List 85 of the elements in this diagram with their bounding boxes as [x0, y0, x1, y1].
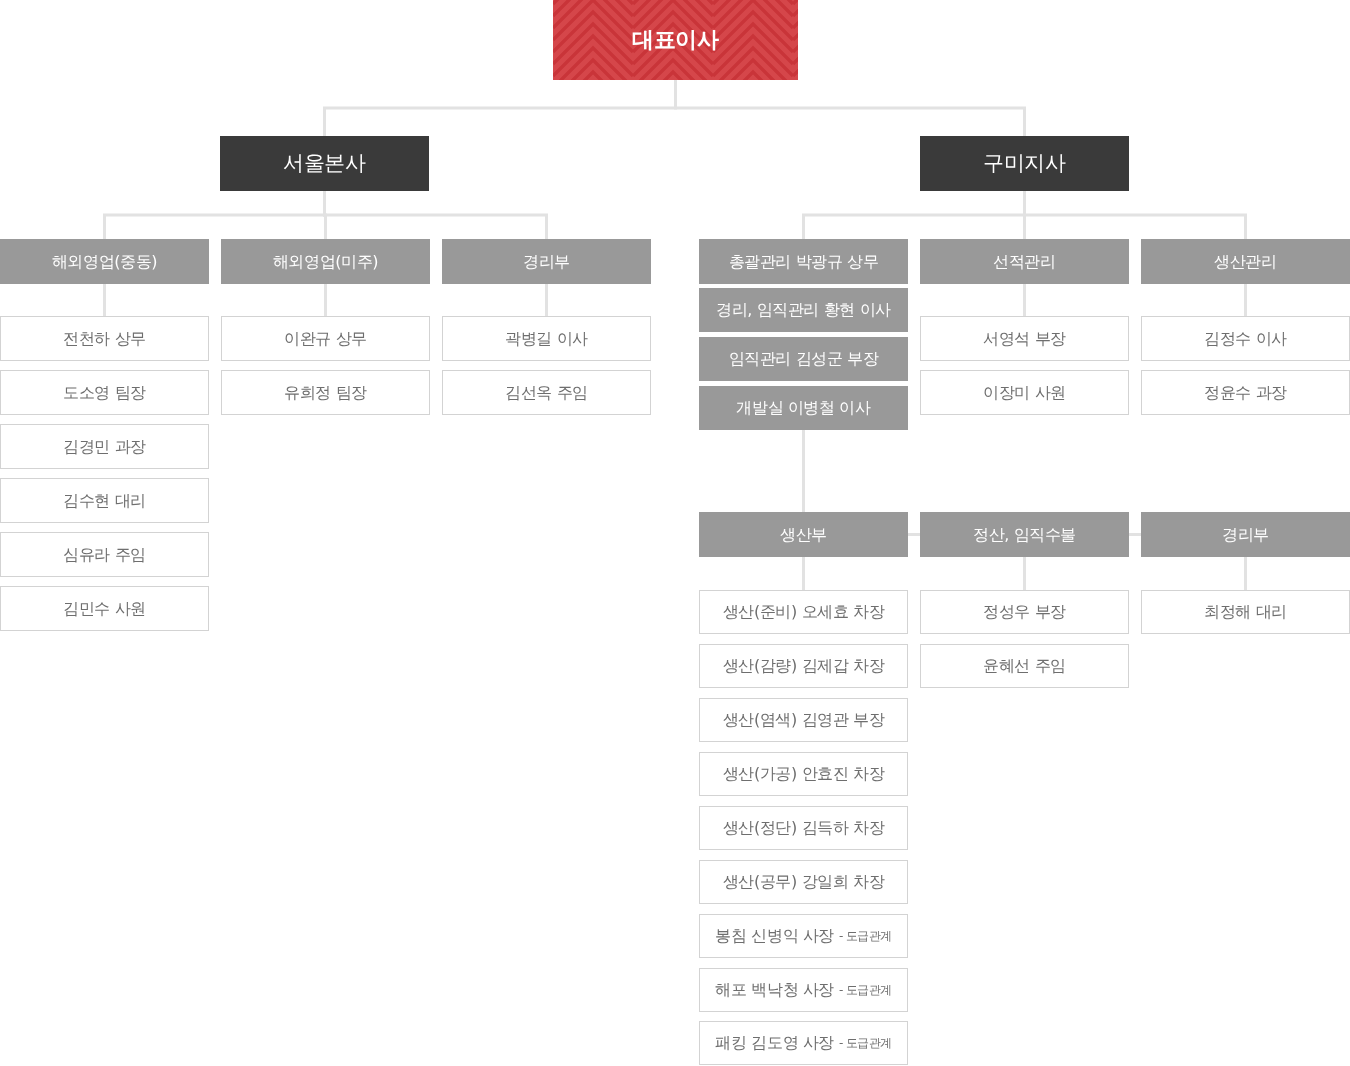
staff-name: 생산(염색) 김영관 부장	[722, 710, 885, 730]
staff-box	[699, 860, 908, 904]
staff-name: 도소영 팀장	[63, 382, 146, 403]
staff-box	[699, 752, 908, 796]
department-name: 선적관리	[993, 251, 1056, 272]
staff-box	[699, 968, 908, 1012]
contract-note: - 도급관계	[839, 928, 892, 944]
department-box	[920, 239, 1129, 284]
staff-name: 이장미 사원	[983, 382, 1066, 403]
manager-name: 임직관리 김성군 부장	[728, 349, 879, 369]
manager-name: 경리, 임직관리 황현 이사	[716, 300, 891, 320]
branch-box	[920, 136, 1129, 191]
staff-box	[0, 424, 209, 469]
staff-name: 이완규 상무	[284, 328, 367, 349]
staff-name: 김정수 이사	[1204, 328, 1287, 349]
staff-box	[1141, 370, 1350, 415]
staff-box	[442, 370, 651, 415]
staff-name: 김민수 사원	[63, 598, 146, 619]
manager-box	[699, 337, 908, 381]
contract-note: - 도급관계	[839, 982, 892, 998]
staff-name: 김선옥 주임	[505, 382, 588, 403]
manager-box	[699, 239, 908, 284]
executive-title: 대표이사	[632, 26, 719, 54]
staff-name: 서영석 부장	[983, 328, 1066, 349]
staff-box	[221, 370, 430, 415]
staff-box	[699, 914, 908, 958]
department-box	[442, 239, 651, 284]
staff-box	[0, 532, 209, 577]
staff-name: 유희정 팀장	[284, 382, 367, 403]
staff-name: 생산(가공) 안효진 차장	[722, 764, 885, 784]
department-box	[1141, 512, 1350, 557]
department-box	[1141, 239, 1350, 284]
department-name: 정산, 임직수불	[973, 524, 1076, 545]
branch-name: 구미지사	[983, 150, 1066, 177]
department-name: 해외영업(미주)	[272, 251, 379, 272]
staff-name: 해포 백낙청 사장	[715, 980, 834, 1000]
department-box	[699, 512, 908, 557]
staff-name: 김경민 과장	[63, 436, 146, 457]
manager-box	[699, 288, 908, 332]
staff-name: 생산(감량) 김제갑 차장	[722, 656, 885, 676]
staff-name: 생산(공무) 강일희 차장	[722, 872, 885, 892]
department-name: 경리부	[523, 251, 570, 272]
staff-box	[0, 370, 209, 415]
contract-note: - 도급관계	[839, 1035, 892, 1051]
staff-box	[920, 590, 1129, 634]
staff-box	[442, 316, 651, 361]
staff-name: 전천하 상무	[63, 328, 146, 349]
staff-box	[920, 370, 1129, 415]
manager-name: 총괄관리 박광규 상무	[728, 251, 879, 272]
staff-box	[0, 316, 209, 361]
staff-box	[221, 316, 430, 361]
staff-box	[920, 644, 1129, 688]
staff-box	[1141, 316, 1350, 361]
staff-box	[1141, 590, 1350, 634]
staff-box	[0, 586, 209, 631]
staff-name: 심유라 주임	[63, 544, 146, 565]
executive-box	[553, 0, 798, 80]
staff-name: 생산(정단) 김득하 차장	[722, 818, 885, 838]
staff-box	[920, 316, 1129, 361]
manager-name: 개발실 이병철 이사	[736, 398, 871, 418]
department-name: 생산부	[780, 524, 827, 545]
staff-box	[699, 1021, 908, 1065]
branch-box	[220, 136, 429, 191]
staff-box	[699, 590, 908, 634]
staff-name: 곽병길 이사	[505, 328, 588, 349]
staff-box	[699, 806, 908, 850]
department-name: 생산관리	[1214, 251, 1277, 272]
manager-box	[699, 386, 908, 430]
department-name: 해외영업(중동)	[51, 251, 158, 272]
department-box	[0, 239, 209, 284]
staff-name: 정성우 부장	[983, 602, 1066, 622]
staff-name: 최정해 대리	[1204, 602, 1287, 622]
department-box	[221, 239, 430, 284]
staff-name: 생산(준비) 오세효 차장	[722, 602, 885, 622]
department-name: 경리부	[1222, 524, 1269, 545]
staff-name: 봉침 신병익 사장	[715, 926, 834, 946]
staff-name: 윤혜선 주임	[983, 656, 1066, 676]
staff-name: 정윤수 과장	[1204, 382, 1287, 403]
staff-box	[699, 698, 908, 742]
staff-box	[0, 478, 209, 523]
branch-name: 서울본사	[283, 150, 366, 177]
staff-name: 패킹 김도영 사장	[715, 1033, 834, 1053]
staff-box	[699, 644, 908, 688]
staff-name: 김수현 대리	[63, 490, 146, 511]
department-box	[920, 512, 1129, 557]
